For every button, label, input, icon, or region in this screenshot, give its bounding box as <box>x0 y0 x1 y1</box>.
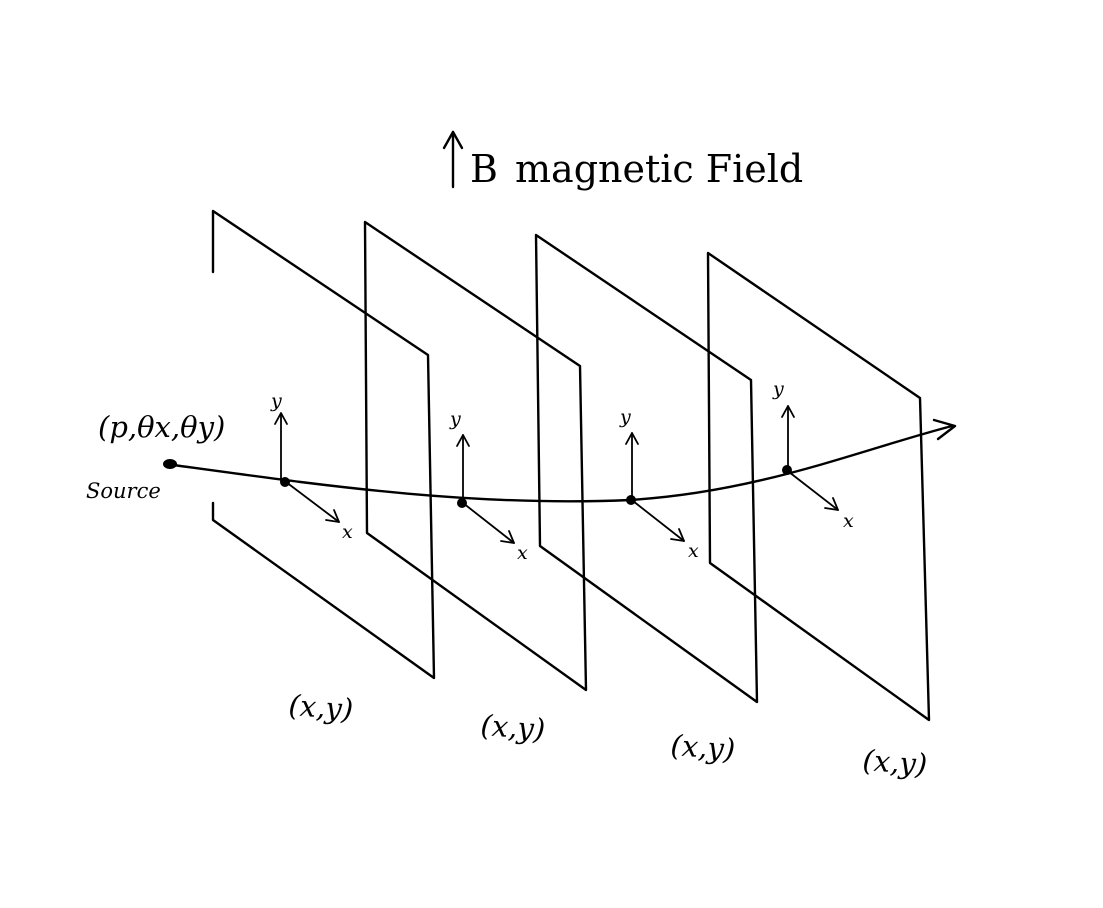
y-axis-arrowhead-icon <box>625 432 639 445</box>
hit-axes-3: y x <box>619 406 699 562</box>
axis-y-label: y <box>619 406 631 428</box>
x-axis-arrowhead-icon <box>500 530 515 544</box>
trajectory-arrowhead-icon <box>932 418 957 441</box>
hit-axes-2: y x <box>449 408 528 564</box>
detector-plane-4 <box>706 251 931 722</box>
axis-x-label: x <box>517 542 528 564</box>
hit-point-2 <box>457 498 467 508</box>
x-axis-arrowhead-icon <box>824 497 839 511</box>
axis-y-label: y <box>449 408 461 430</box>
source-point <box>163 459 177 469</box>
field-arrowhead-icon <box>442 130 464 150</box>
hit-point-3 <box>626 495 636 505</box>
hit-axes-4: y x <box>772 378 854 532</box>
source-label: Source <box>86 479 161 503</box>
axis-x-label: x <box>342 521 353 543</box>
detector-plane-3 <box>534 233 759 704</box>
hit-axes-1: y x <box>270 390 353 543</box>
detector-plane-1 <box>211 209 436 680</box>
detector-plane-2 <box>363 220 588 692</box>
plane-coords-label-2: (x,y) <box>480 708 547 746</box>
hit-point-1 <box>280 477 290 487</box>
y-axis-arrowhead-icon <box>274 412 288 425</box>
plane-coords-label-1: (x,y) <box>288 688 355 726</box>
plane-coords-label-3: (x,y) <box>670 728 737 766</box>
axis-y-label: y <box>270 390 282 412</box>
field-symbol: B <box>470 147 498 191</box>
x-axis-arrowhead-icon <box>325 509 340 523</box>
source-parameters: (p,θx,θy) <box>98 410 225 444</box>
field-label: magnetic Field <box>515 147 803 191</box>
plane-coords-label-4: (x,y) <box>862 743 929 781</box>
trajectory-curve <box>171 424 954 503</box>
magnetic-field-title: B magnetic Field <box>442 130 803 191</box>
x-axis-arrowhead-icon <box>670 528 685 542</box>
y-axis-arrowhead-icon <box>781 405 795 418</box>
y-axis-arrowhead-icon <box>456 434 470 447</box>
axis-x-label: x <box>843 510 854 532</box>
axis-x-label: x <box>688 540 699 562</box>
axis-y-label: y <box>772 378 784 400</box>
particle-trajectory <box>163 418 957 503</box>
